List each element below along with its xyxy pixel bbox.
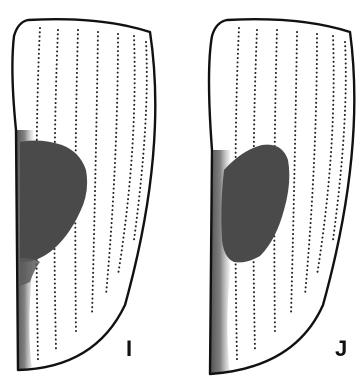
panel-i: I bbox=[0, 0, 180, 392]
panel-j: J bbox=[190, 0, 363, 392]
panel-j-label: J bbox=[335, 336, 347, 361]
panel-i-label: I bbox=[126, 336, 132, 361]
